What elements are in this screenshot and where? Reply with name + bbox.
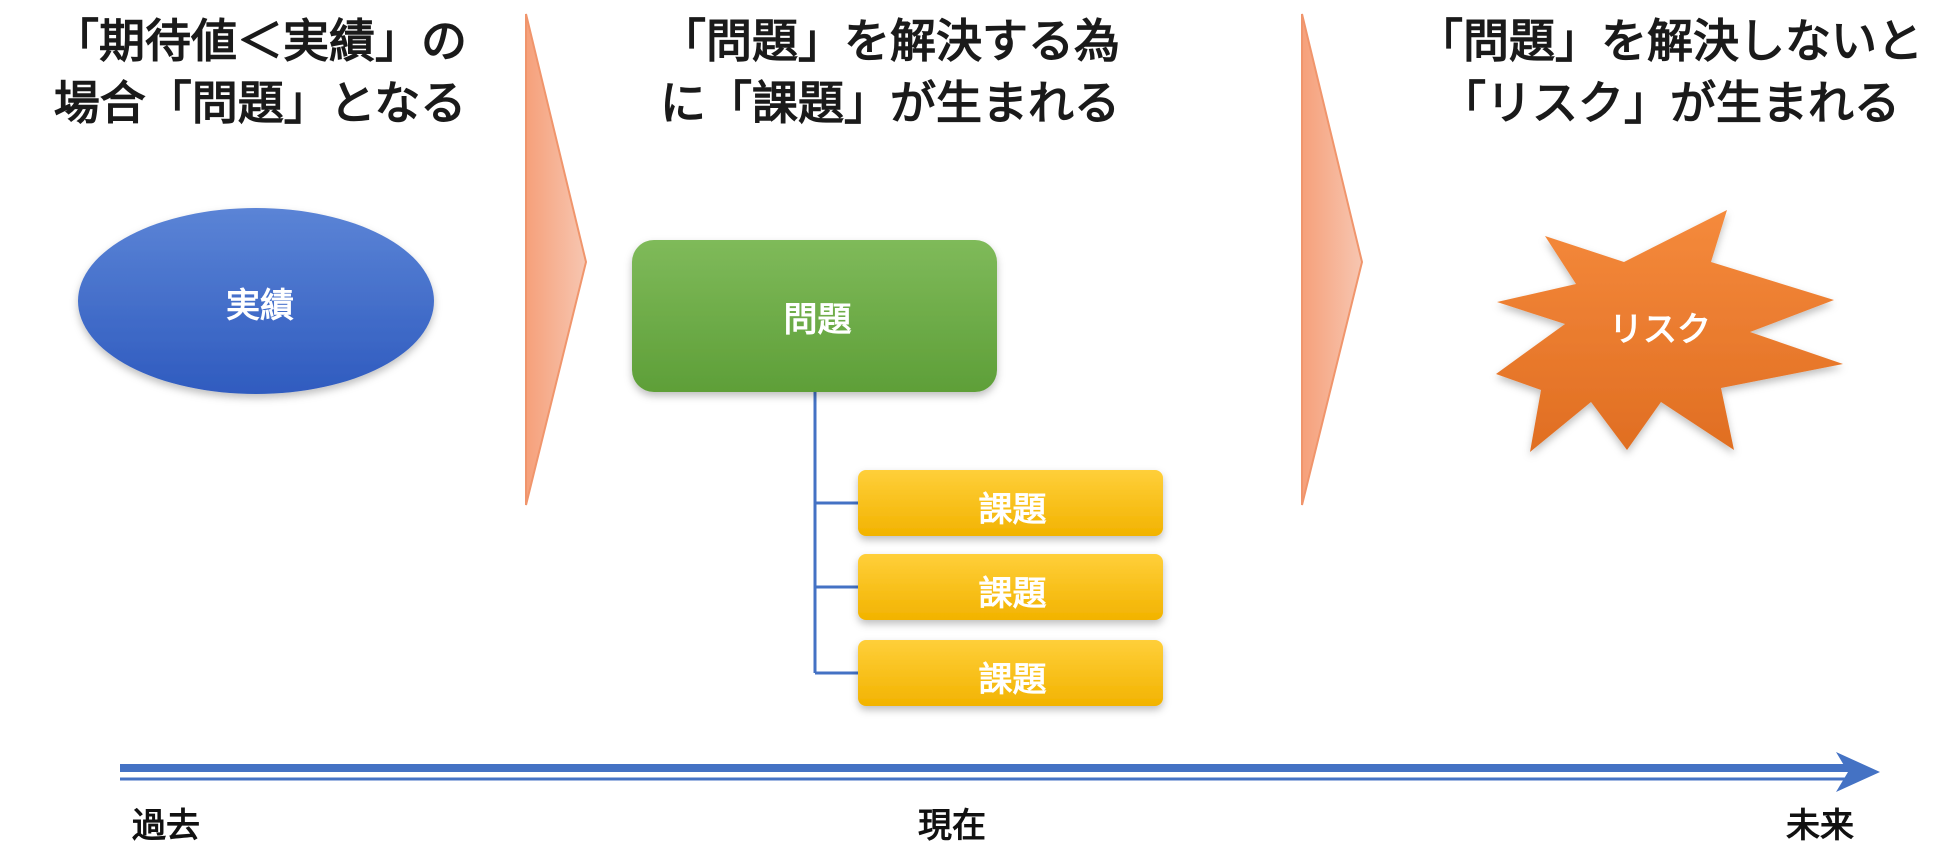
kadai-label-3: 課題 <box>978 660 1047 700</box>
mondai-label: 問題 <box>783 300 852 340</box>
chevron-arrow-2 <box>1301 13 1364 506</box>
heading-column-1: 「期待値＜実績」の 場合「問題」となる <box>20 10 500 134</box>
heading-column-1-line-1: 「期待値＜実績」の <box>53 14 467 68</box>
risk-label: リスク <box>1609 310 1711 350</box>
heading-column-2-line-2: に「課題」が生まれる <box>660 76 1120 130</box>
chevron-arrow-1 <box>525 13 588 506</box>
kadai-box-3 <box>858 640 1163 706</box>
timeline-past-label: 過去 <box>132 806 200 846</box>
jisseki-ellipse <box>78 208 434 394</box>
heading-column-3-line-1: 「問題」を解決しないと <box>1417 14 1923 68</box>
risk-burst-icon <box>1496 210 1843 452</box>
jisseki-label: 実績 <box>226 286 294 326</box>
kadai-label-2: 課題 <box>978 574 1047 614</box>
heading-column-3: 「問題」を解決しないと 「リスク」が生まれる <box>1400 10 1940 134</box>
timeline-arrow <box>120 752 1880 792</box>
connector-lines <box>813 392 860 675</box>
heading-column-1-line-2: 場合「問題」となる <box>53 76 467 130</box>
kadai-box-1 <box>858 470 1163 536</box>
timeline-present-label: 現在 <box>918 806 986 846</box>
heading-column-2: 「問題」を解決する為 に「課題」が生まれる <box>630 10 1150 134</box>
kadai-label-1: 課題 <box>978 490 1047 530</box>
mondai-box <box>632 240 997 392</box>
kadai-box-2 <box>858 554 1163 620</box>
heading-column-3-line-2: 「リスク」が生まれる <box>1440 76 1900 130</box>
heading-column-2-line-1: 「問題」を解決する為 <box>660 14 1120 68</box>
timeline-future-label: 未来 <box>1786 806 1854 846</box>
